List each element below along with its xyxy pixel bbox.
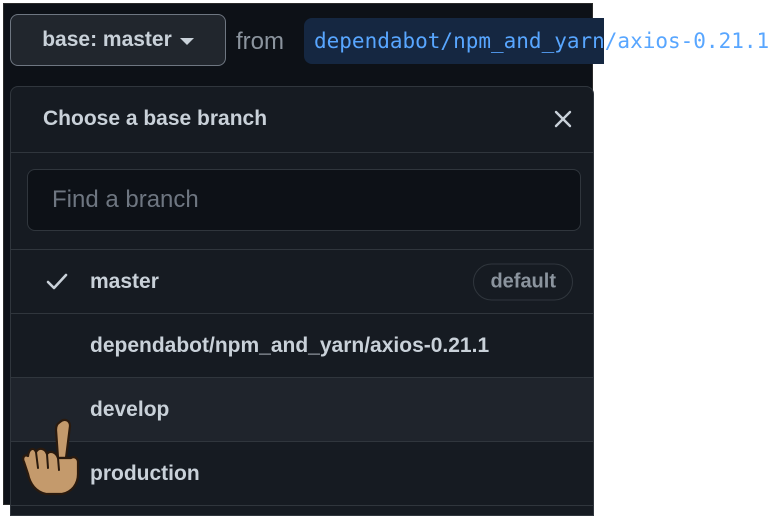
compare-branch-name[interactable]: dependabot/npm_and_yarn/axios-0.21.1 [304, 18, 769, 64]
base-branch-button[interactable]: base: master [10, 14, 226, 66]
branch-filter-area [11, 153, 593, 250]
dropdown-title: Choose a base branch [43, 107, 268, 130]
hand-pointer-icon [22, 418, 80, 496]
branch-name: master [90, 269, 159, 293]
branch-compare-bar: base: master from dependabot/npm_and_yar… [4, 4, 769, 78]
branch-item-dependabot[interactable]: dependabot/npm_and_yarn/axios-0.21.1 [11, 314, 593, 378]
branch-item-develop[interactable]: develop [11, 378, 593, 442]
from-label: from [236, 28, 284, 55]
branch-name: production [90, 461, 200, 485]
branch-name: dependabot/npm_and_yarn/axios-0.21.1 [90, 333, 490, 357]
base-branch-label: base: master [42, 28, 172, 51]
find-branch-input[interactable] [27, 169, 581, 231]
branch-name: develop [90, 397, 170, 421]
base-branch-dropdown: Choose a base branch master default depe… [10, 86, 594, 516]
app-frame: base: master from dependabot/npm_and_yar… [3, 3, 769, 516]
dropdown-header: Choose a base branch [11, 87, 593, 153]
chevron-down-icon [179, 37, 194, 45]
branch-item-master[interactable]: master default [11, 250, 593, 314]
branch-item-production[interactable]: production [11, 442, 593, 506]
default-badge: default [473, 263, 573, 300]
close-icon[interactable] [549, 105, 577, 133]
check-icon [46, 273, 68, 289]
